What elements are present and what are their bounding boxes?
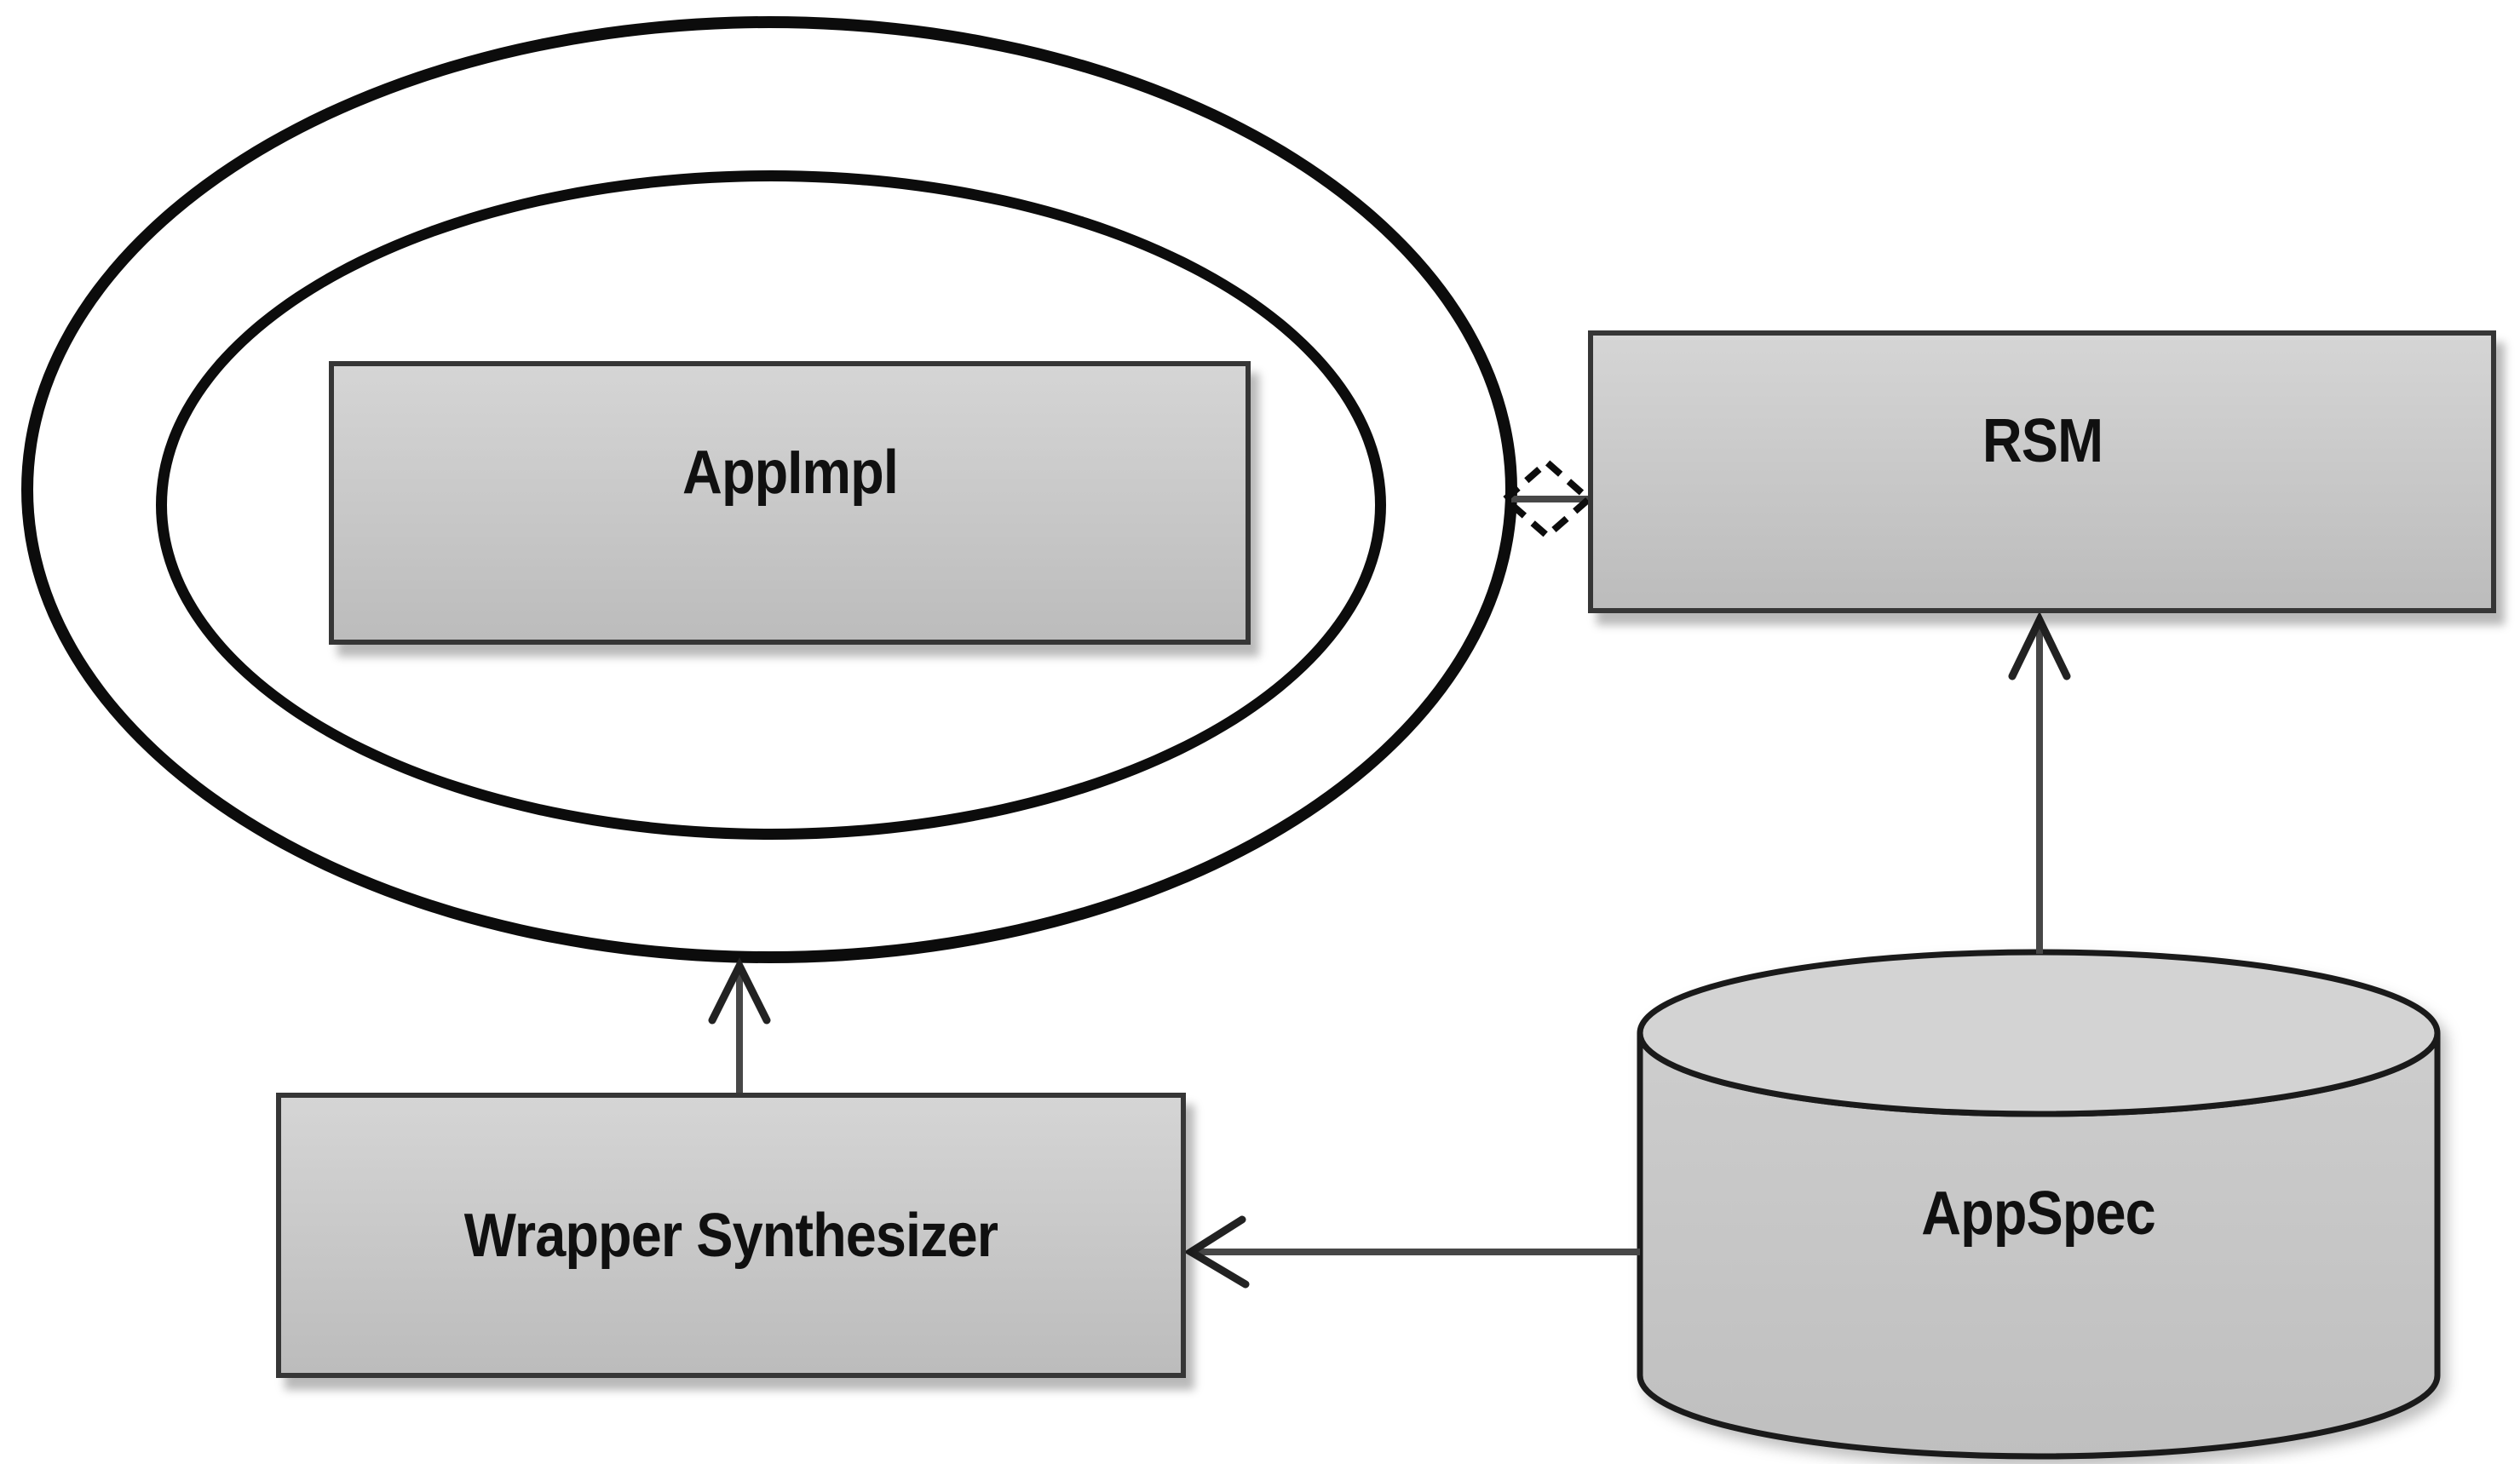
appimpl-label: AppImpl — [682, 438, 899, 507]
appspec-node-label-area: AppSpec — [1640, 1177, 2437, 1250]
wrapper-synthesizer-node: Wrapper Synthesizer — [276, 1093, 1186, 1378]
rsm-node: RSM — [1588, 330, 2496, 613]
edge-wrapper-to-ellipse — [708, 956, 771, 1094]
edge-ellipse-to-rsm — [1499, 457, 1595, 541]
appspec-label: AppSpec — [1921, 1180, 2156, 1248]
wrapper-synthesizer-label: Wrapper Synthesizer — [463, 1201, 998, 1270]
up-arrowhead-icon — [708, 956, 771, 1025]
dashed-diamond-icon — [1499, 457, 1595, 541]
edge-appspec-to-wrapper — [1183, 1215, 1640, 1289]
cylinder-top — [1637, 949, 2441, 1117]
appimpl-node: AppImpl — [329, 361, 1251, 645]
edge-appspec-to-rsm — [2008, 611, 2071, 954]
appspec-cylinder — [1637, 949, 2441, 1460]
left-arrowhead-icon — [1183, 1215, 1250, 1289]
up-arrowhead-icon — [2008, 611, 2071, 680]
rsm-label: RSM — [1982, 407, 2103, 475]
